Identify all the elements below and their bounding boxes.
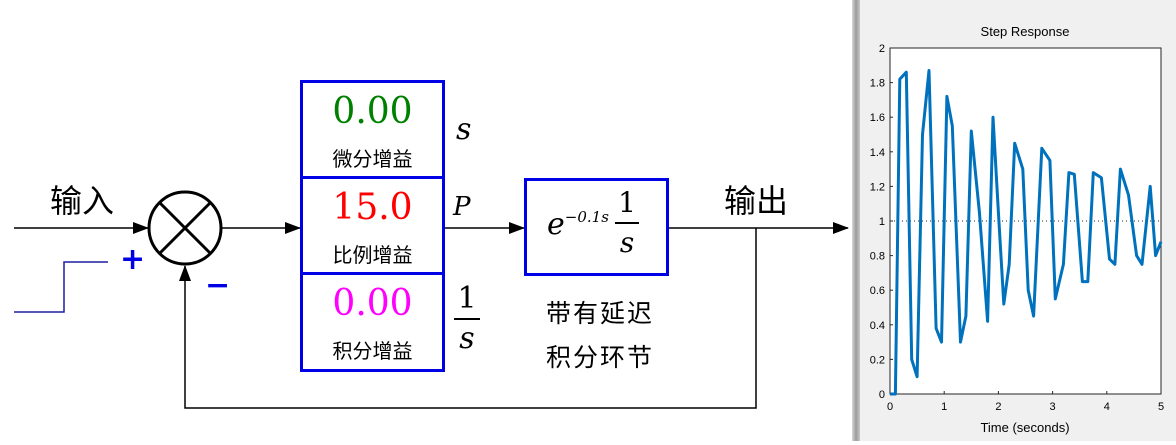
plus-sign: + <box>120 242 146 277</box>
step-response-series <box>890 69 1163 396</box>
delay-base: e <box>547 207 565 242</box>
y-tick-label: 1.2 <box>870 181 885 193</box>
x-axis-label: Time (seconds) <box>980 420 1069 435</box>
derivative-gain-value[interactable]: 0.00 <box>332 91 413 132</box>
integrator-fraction: 1 s <box>615 187 639 259</box>
input-label: 输入 <box>50 182 115 220</box>
step-input-symbol <box>14 261 108 313</box>
delay-caption-line2: 积分环节 <box>546 343 655 372</box>
y-tick-label: 2 <box>879 43 885 55</box>
x-tick-label: 5 <box>1158 401 1164 413</box>
x-tick-label: 2 <box>995 401 1001 413</box>
y-tick-label: 0.8 <box>870 251 885 263</box>
integrator-den: s <box>619 226 635 259</box>
window-divider[interactable] <box>852 0 860 441</box>
integrator-num: 1 <box>618 186 636 219</box>
y-tick-label: 1 <box>879 216 885 228</box>
integral-operator: 1 s <box>454 282 480 356</box>
derivative-gain-label: 微分增益 <box>332 147 413 171</box>
delay-caption-line1: 带有延迟 <box>546 299 655 328</box>
y-tick-label: 0.2 <box>870 354 885 366</box>
integral-operator-num: 1 <box>457 281 477 316</box>
y-tick-label: 0.6 <box>870 285 885 297</box>
x-tick-label: 1 <box>941 401 947 413</box>
minus-sign: − <box>205 268 231 303</box>
proportional-gain-value[interactable]: 15.0 <box>332 187 413 228</box>
x-tick-label: 4 <box>1104 401 1110 413</box>
output-label: 输出 <box>724 182 789 220</box>
y-tick-label: 0.4 <box>870 320 885 332</box>
y-tick-label: 1.8 <box>870 78 885 90</box>
derivative-operator: s <box>456 112 472 147</box>
integral-gain-value[interactable]: 0.00 <box>332 283 413 324</box>
feedback-path <box>179 228 757 409</box>
delay-exponent: −0.1s <box>564 207 609 226</box>
step-response-figure: Step Response Time (seconds) 0 1 2 3 4 5 0 0.2 0… <box>860 0 1176 441</box>
y-tick-label: 1.4 <box>870 147 885 159</box>
proportional-gain-box[interactable]: 15.0 比例增益 <box>300 176 445 275</box>
plot-title: Step Response <box>981 24 1070 39</box>
derivative-gain-box[interactable]: 0.00 微分增益 <box>300 80 445 179</box>
proportional-operator: P <box>453 192 471 222</box>
delay-term: e−0.1s <box>547 207 609 242</box>
block-diagram <box>14 190 849 409</box>
x-tick-label: 0 <box>887 401 893 413</box>
integral-operator-den: s <box>459 321 475 356</box>
summing-junction <box>147 190 223 266</box>
x-tick-label: 3 <box>1050 401 1056 413</box>
y-tick-label: 0 <box>879 389 885 401</box>
integral-gain-box[interactable]: 0.00 积分增益 <box>300 272 445 372</box>
fraction-bar <box>615 222 639 224</box>
step-response-plot: Step Response Time (seconds) 0 1 2 3 4 5 0 0.2 0… <box>870 24 1164 435</box>
integral-gain-label: 积分增益 <box>332 339 413 363</box>
y-tick-label: 1.6 <box>870 112 885 124</box>
proportional-gain-label: 比例增益 <box>332 243 413 267</box>
fraction-bar <box>454 318 480 320</box>
delay-integrator-block[interactable]: e−0.1s 1 s <box>524 178 669 276</box>
